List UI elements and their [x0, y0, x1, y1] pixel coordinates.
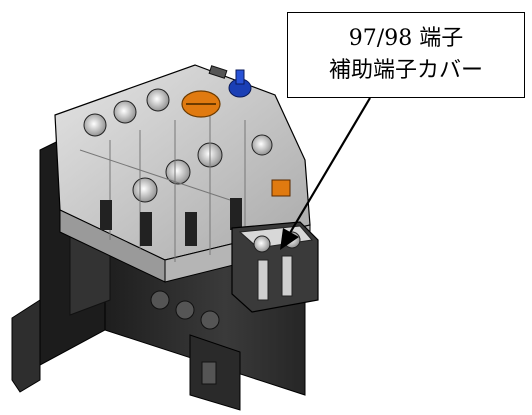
terminal-holes [83, 88, 273, 203]
current-adjust-dial [181, 90, 221, 118]
callout-arrow [280, 97, 371, 250]
callout-line-1: 97/98 端子 [348, 26, 464, 51]
callout-label: 97/98 端子 補助端子カバー [287, 12, 525, 98]
auxiliary-terminal-cover [231, 221, 319, 313]
reset-button [228, 69, 252, 98]
terminal-slots [100, 179, 291, 246]
callout-line-2: 補助端子カバー [328, 58, 483, 83]
